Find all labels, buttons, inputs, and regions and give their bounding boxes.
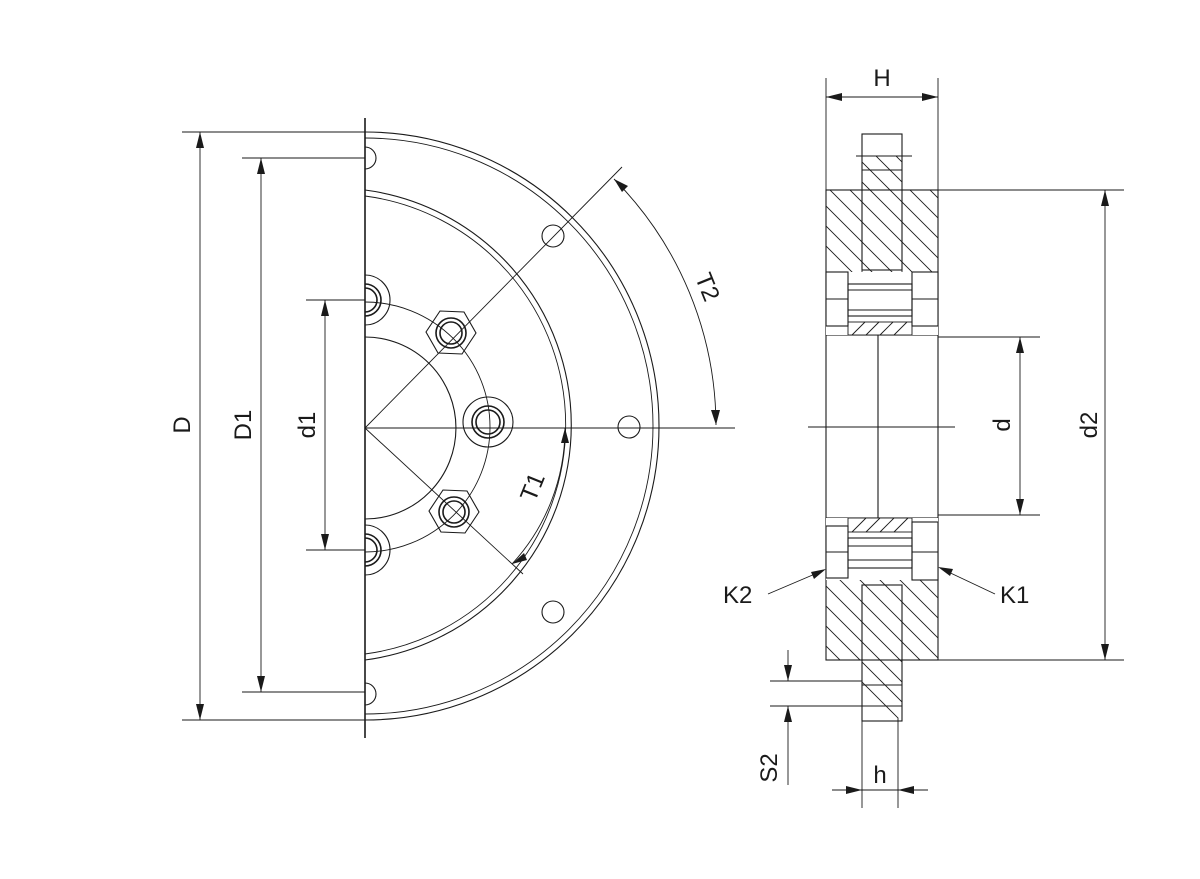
arrowhead bbox=[614, 179, 628, 192]
arrowhead bbox=[826, 93, 842, 101]
hex-nut bbox=[428, 489, 480, 534]
k1-label: K1 bbox=[1000, 582, 1029, 609]
socket-bolt-half bbox=[364, 274, 391, 326]
arrowhead bbox=[784, 706, 792, 722]
socket-bolt bbox=[462, 396, 514, 448]
h-width-label: H bbox=[873, 65, 890, 92]
arrowhead bbox=[1016, 499, 1024, 515]
arrowhead bbox=[1101, 644, 1109, 660]
d-bore-label: d bbox=[989, 418, 1016, 431]
arrowhead bbox=[1101, 190, 1109, 206]
front-view: T2 T1 D D1 d1 bbox=[169, 118, 735, 738]
arrowhead bbox=[561, 428, 569, 443]
hex-nut bbox=[425, 310, 477, 355]
h-thickness-label: h bbox=[873, 762, 886, 789]
outer-rim-chamfer-arc bbox=[364, 137, 654, 715]
d1-pitch-label: D1 bbox=[230, 410, 257, 441]
arrowhead bbox=[898, 786, 914, 794]
arrowhead bbox=[321, 534, 329, 550]
t2-label: T2 bbox=[689, 269, 725, 305]
socket-bolt-half bbox=[364, 524, 391, 576]
arrowhead bbox=[784, 665, 792, 681]
arrowhead bbox=[711, 410, 720, 425]
arrowhead bbox=[321, 300, 329, 316]
arrowhead bbox=[196, 132, 204, 148]
d1-bolt-circle-label: d1 bbox=[294, 412, 321, 439]
arrowhead bbox=[811, 569, 826, 579]
arrowhead bbox=[257, 158, 265, 174]
mounting-hole bbox=[541, 224, 565, 248]
arrowhead bbox=[512, 553, 527, 564]
section-view: H d d2 K1 K2 S2 h bbox=[723, 65, 1124, 808]
t1-dimension-arc bbox=[511, 427, 566, 565]
mounting-hole bbox=[541, 600, 565, 624]
inner-ring-arc bbox=[364, 189, 572, 661]
t2-dimension-arc bbox=[613, 178, 717, 426]
arrowhead bbox=[196, 704, 204, 720]
k2-label: K2 bbox=[723, 582, 752, 609]
arrowhead bbox=[938, 567, 953, 576]
arrowhead bbox=[1016, 337, 1024, 353]
arrowhead bbox=[922, 93, 938, 101]
inner-ring-chamfer-arc bbox=[364, 195, 567, 655]
arrowhead bbox=[846, 786, 862, 794]
lower-bolt bbox=[825, 517, 939, 581]
bolt-circle-arc bbox=[364, 301, 491, 553]
t1-label: T1 bbox=[515, 469, 551, 505]
d-outer-label: D bbox=[169, 416, 196, 433]
mounting-hole-half bbox=[364, 682, 377, 706]
d2-label: d2 bbox=[1076, 412, 1103, 439]
mounting-hole bbox=[617, 415, 641, 439]
arrowhead bbox=[257, 676, 265, 692]
outer-rim-arc bbox=[364, 131, 660, 721]
mounting-hole-half bbox=[364, 146, 377, 170]
upper-bolt bbox=[825, 271, 939, 336]
s2-label: S2 bbox=[756, 753, 783, 782]
t2-angle-line bbox=[364, 166, 623, 429]
